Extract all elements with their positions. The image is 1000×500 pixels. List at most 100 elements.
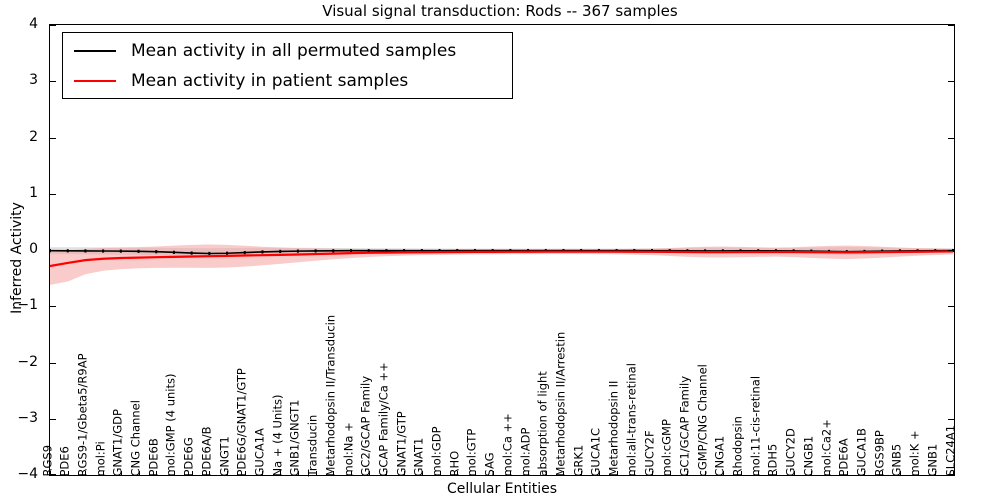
x-tick-mark [722,471,724,475]
series-marker [544,248,547,253]
x-tick-label: Transducin [305,414,320,476]
x-tick-mark [935,471,937,475]
series-marker [527,248,530,253]
series-marker [739,249,742,253]
y-tick-mark [50,25,56,27]
x-tick-mark [616,471,618,475]
series-marker [668,249,671,253]
x-tick-label: RGS9BP [872,429,887,476]
x-tick-mark [917,471,919,475]
series-marker [190,251,193,255]
x-tick-mark [297,471,299,475]
x-tick-label: mol:11-cis-retinal [748,375,763,476]
series-marker [792,249,795,253]
y-tick-label: −2 [17,353,38,370]
y-tick-mark-right [948,362,954,364]
x-tick-label: GUCA1C [588,427,603,476]
y-tick-label: 3 [29,72,38,89]
x-tick-label: RDH5 [765,443,780,476]
series-marker [385,249,388,253]
series-marker [119,249,122,253]
x-tick-mark [775,471,777,475]
series-marker [66,249,69,253]
x-tick-mark [669,471,671,475]
x-tick-mark [439,471,441,475]
x-tick-label: GC2/GCAP Family [358,375,373,476]
x-tick-label: mol:Ca ++ [500,412,515,476]
x-tick-mark [829,471,831,475]
y-tick-label: 0 [29,241,38,257]
x-tick-label: Metarhodopsin II/Arrestin [553,331,568,476]
x-tick-mark [191,471,193,475]
x-tick-mark [457,471,459,475]
x-tick-mark [705,471,707,475]
series-marker [580,248,583,253]
y-tick-mark [50,362,56,364]
series-marker [403,249,406,253]
x-tick-label: mol:K + [907,429,922,476]
x-tick-label: GNAT1/GTP [394,410,409,476]
y-tick-label: 4 [29,16,38,32]
x-tick-mark [634,471,636,475]
x-tick-mark [492,471,494,475]
series-marker [615,248,618,253]
series-marker [367,249,370,253]
series-marker [137,249,140,253]
x-tick-mark [333,471,335,475]
series-marker [172,250,175,254]
legend-label-patient: Mean activity in patient samples [131,71,409,91]
x-tick-label: RHO [447,450,462,476]
x-tick-label: GNB1/GNGT1 [287,399,302,476]
series-canvas [50,244,954,285]
x-tick-mark [386,471,388,475]
x-tick-label: GNB5 [889,443,904,476]
x-tick-label: SAG [482,451,497,476]
x-tick-label: mol:GTP [464,428,479,476]
x-tick-label: Metarhodopsin II/Transducin [323,314,338,476]
x-tick-label: GRK1 [571,444,586,476]
x-tick-mark [811,471,813,475]
x-tick-mark [846,471,848,475]
x-tick-label: SLC24A1 [943,424,957,476]
series-marker [704,249,707,253]
y-tick-label: −1 [17,297,38,314]
series-marker [420,249,423,253]
y-tick-mark-right [948,250,954,252]
x-tick-label: CNGA1 [712,435,727,476]
x-tick-label: CNG Channel [128,399,143,476]
y-tick-mark [50,418,56,420]
y-tick-label: −4 [17,466,38,482]
series-marker [686,249,689,253]
legend-label-permuted: Mean activity in all permuted samples [131,41,457,61]
y-tick-label: 2 [29,128,38,145]
series-marker [350,249,352,253]
x-tick-mark [85,471,87,475]
x-tick-label: mol:Na + [341,421,355,476]
y-axis-label: Inferred Activity [9,202,25,314]
plot-area [49,24,955,476]
series-marker [651,249,653,253]
x-tick-label: GUCA1B [854,427,869,476]
y-tick-mark [50,473,56,475]
x-tick-mark [953,471,954,475]
series-line [50,250,954,268]
x-tick-mark [563,471,565,475]
x-tick-label: GUCA1A [252,427,267,476]
series-marker [84,249,87,253]
series-marker [332,249,335,253]
series-marker [155,250,158,254]
x-tick-label: cGMP/CNG Channel [695,363,710,476]
y-tick-mark-right [948,81,954,83]
series-marker [757,249,760,253]
x-tick-mark [474,471,476,475]
y-tick-mark-right [948,306,954,308]
x-tick-mark [156,471,158,475]
chart-title: Visual signal transduction: Rods -- 367 … [322,2,678,20]
x-tick-label: PDE6A [836,437,851,476]
legend-swatch-patient [74,80,116,82]
series-marker [721,249,724,253]
x-tick-label: RGS9-1/Gbeta5/R9AP [75,352,90,476]
x-tick-label: RGS9 [40,444,54,476]
series-marker [774,249,777,253]
